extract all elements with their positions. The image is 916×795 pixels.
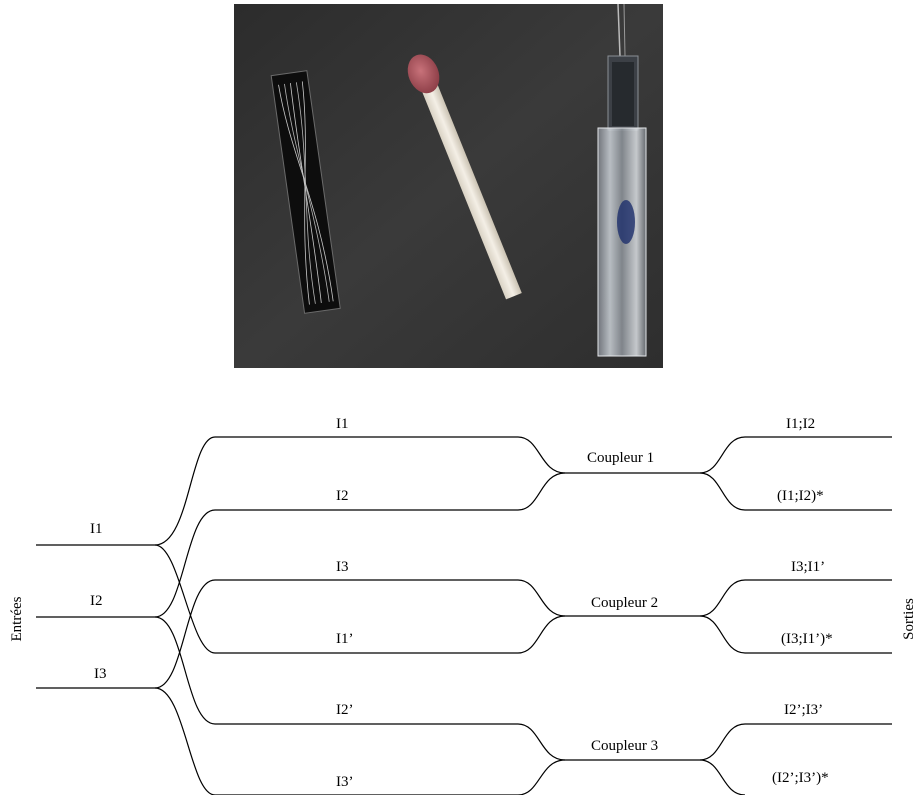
branch-i1-up (155, 437, 215, 545)
outputs-side-label: Sorties (901, 598, 916, 640)
output-label: I2’;I3’ (784, 702, 823, 718)
coupler-1 (518, 437, 892, 510)
branch-label: I1’ (336, 631, 354, 647)
inputs-side-label: Entrées (9, 596, 25, 641)
branch-i2-up (155, 510, 215, 617)
coupler-label: Coupleur 3 (591, 738, 658, 754)
output-label: (I2’;I3’)* (772, 770, 829, 786)
input-label: I1 (90, 521, 103, 537)
coupler-label: Coupleur 2 (591, 595, 658, 611)
branch-label: I3 (336, 559, 349, 575)
coupler-2 (518, 580, 892, 653)
coupler-label: Coupleur 1 (587, 450, 654, 466)
branch-label: I2 (336, 488, 349, 504)
output-label: I3;I1’ (791, 559, 825, 575)
branch-i1-down (155, 545, 215, 653)
branch-label: I1 (336, 416, 349, 432)
branch-i3-down (155, 688, 215, 795)
branch-label: I2’ (336, 702, 354, 718)
output-label: (I1;I2)* (777, 488, 824, 504)
input-label: I3 (94, 666, 107, 682)
branch-label: I3’ (336, 774, 354, 790)
output-label: (I3;I1’)* (781, 631, 833, 647)
output-label: I1;I2 (786, 416, 815, 432)
coupler-3 (518, 724, 892, 795)
input-label: I2 (90, 593, 103, 609)
